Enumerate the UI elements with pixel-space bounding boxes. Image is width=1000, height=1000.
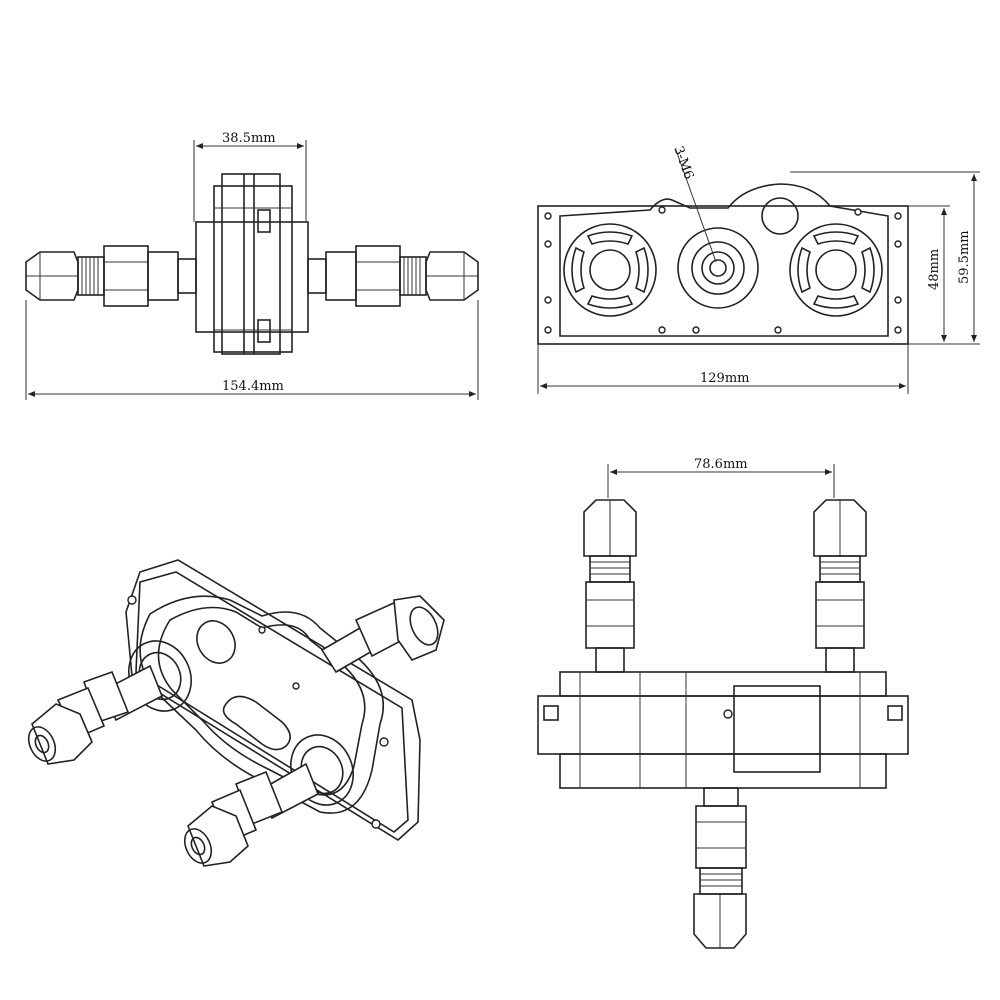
dimension-label-59-5: 59.5mm <box>957 230 972 284</box>
hole-label-3-m6: 3-M6 <box>670 144 696 181</box>
dimension-label-78-6: 78.6mm <box>694 457 748 472</box>
isometric-view <box>27 559 445 867</box>
top-view <box>537 499 909 949</box>
dimension-label-154-4: 154.4mm <box>222 379 284 394</box>
dimension-length: 154.4mm <box>25 300 479 400</box>
side-view <box>25 173 479 355</box>
dimension-width-top: 38.5mm <box>193 131 307 222</box>
mounting-holes <box>544 206 902 334</box>
dimension-shaft-spacing: 78.6mm <box>607 457 835 498</box>
dimension-front-height-outer: 59.5mm <box>790 171 980 345</box>
dimension-label-38-5: 38.5mm <box>222 131 276 146</box>
dimension-front-width: 129mm <box>537 344 909 394</box>
dimension-label-48: 48mm <box>927 249 942 290</box>
dimension-front-height-inner: 48mm <box>908 205 950 345</box>
dimension-label-129: 129mm <box>700 371 749 386</box>
front-view <box>537 183 909 345</box>
